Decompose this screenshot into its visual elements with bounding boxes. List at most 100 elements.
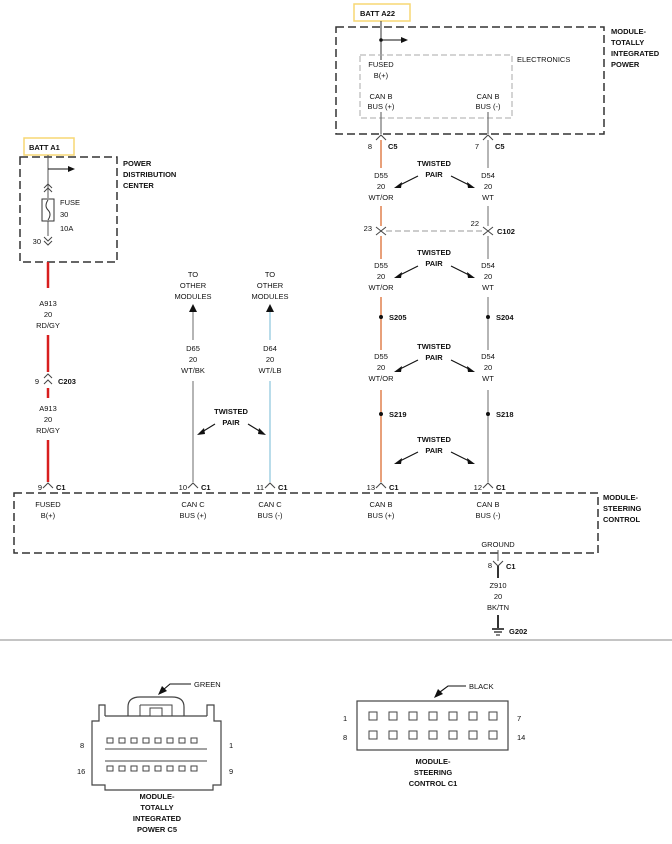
twisted-pair-canc-line2: PAIR — [222, 418, 240, 427]
d64-circuit: D64 — [263, 344, 277, 353]
c5-pin8-number: 8 — [368, 142, 372, 151]
pdc-fuse-top-connector-icon — [43, 183, 53, 193]
d55-top-color: WT/OR — [369, 193, 395, 202]
fuse-element-icon — [45, 199, 51, 221]
tipm-canb-minus-2: BUS (-) — [476, 102, 502, 111]
other-modules-2-arrowhead — [266, 304, 274, 312]
sc-canc-minus-1: CAN C — [258, 500, 282, 509]
twisted-pair-2-arrowhead-right — [467, 272, 475, 278]
tipm-fused-label: FUSED — [368, 60, 394, 69]
c5-pin8-connector-icon — [375, 134, 387, 141]
c1-pin10-number: 10 — [179, 483, 187, 492]
fuse-amperage: 10A — [60, 224, 73, 233]
a913-low-color: RD/GY — [36, 426, 60, 435]
twisted-pair-3-arrowhead-left — [394, 366, 402, 372]
tipm-canb-minus-1: CAN B — [477, 92, 500, 101]
twisted-pair-4-arrowhead-left — [394, 458, 402, 464]
d55-low-circuit: D55 — [374, 352, 388, 361]
c1-pin13-number: 13 — [367, 483, 375, 492]
c102-pin22-connector-icon — [482, 226, 494, 236]
c5-pin7-number: 7 — [475, 142, 479, 151]
sc-canb-plus-2: BUS (+) — [368, 511, 395, 520]
sc-c1-color-leader — [439, 685, 466, 693]
sc-c1-caption-3: CONTROL C1 — [409, 779, 458, 788]
other-modules-1-line2: OTHER — [180, 281, 207, 290]
tipm-c5-pin-row-top — [105, 737, 207, 750]
other-modules-2-line3: MODULES — [251, 292, 288, 301]
twisted-pair-2-line2: PAIR — [425, 259, 443, 268]
sc-canc-plus-2: BUS (+) — [180, 511, 207, 520]
a913-top-circuit: A913 — [39, 299, 57, 308]
s218-label: S218 — [496, 410, 514, 419]
d54-top-color: WT — [482, 193, 494, 202]
twisted-pair-1-arrowhead-left — [394, 182, 402, 188]
c1-pin12-number: 12 — [474, 483, 482, 492]
sc-c1-pin-row-top — [368, 711, 498, 721]
c1-pin10-conn: C1 — [201, 483, 211, 492]
s205-splice — [379, 315, 383, 319]
fuse-number: 30 — [60, 210, 68, 219]
c1-pin10-connector-icon — [187, 482, 199, 489]
d54-mid-circuit: D54 — [481, 261, 495, 270]
s204-splice — [486, 315, 490, 319]
c1-pin12-conn: C1 — [496, 483, 506, 492]
twisted-pair-canc-line1: TWISTED — [214, 407, 248, 416]
s205-label: S205 — [389, 313, 407, 322]
sc-c1-caption-2: STEERING — [414, 768, 453, 777]
other-modules-1-line1: TO — [188, 270, 198, 279]
pdc-cavity-connector-icon — [43, 236, 53, 246]
steering-title-3: CONTROL — [603, 515, 640, 524]
d64-color: WT/LB — [259, 366, 282, 375]
tipm-module-box — [335, 26, 605, 135]
ground-icon — [492, 628, 504, 636]
sc-canc-minus-2: BUS (-) — [258, 511, 284, 520]
d55-mid-gauge: 20 — [377, 272, 385, 281]
c1-pin11-number: 11 — [256, 483, 264, 492]
d54-mid-color: WT — [482, 283, 494, 292]
tipm-title-3: INTEGRATED — [611, 49, 660, 58]
tipm-c5-pin1-label: 1 — [229, 741, 233, 750]
c203-pin-number: 9 — [35, 377, 39, 386]
tipm-c5-color-arrowhead — [158, 686, 167, 695]
twisted-pair-canc-arrowhead-right — [258, 428, 266, 435]
steering-title-2: STEERING — [603, 504, 642, 513]
twisted-pair-3-arrowhead-right — [467, 366, 475, 372]
c1-pin9-number: 9 — [38, 483, 42, 492]
sc-canc-plus-1: CAN C — [181, 500, 205, 509]
d65-color: WT/BK — [181, 366, 205, 375]
pdc-cavity-number: 30 — [33, 237, 41, 246]
sc-c1-color-label: BLACK — [469, 682, 494, 691]
d55-low-gauge: 20 — [377, 363, 385, 372]
steering-module-box — [13, 492, 599, 554]
c203-connector-icon — [43, 373, 53, 385]
d55-top-circuit: D55 — [374, 171, 388, 180]
other-modules-1-arrowhead — [189, 304, 197, 312]
c1-pin12-connector-icon — [482, 482, 494, 489]
tipm-c5-pin9-label: 9 — [229, 767, 233, 776]
d65-gauge: 20 — [189, 355, 197, 364]
g202-label: G202 — [509, 627, 527, 636]
tipm-canb-plus-2: BUS (+) — [368, 102, 395, 111]
c102-pin23-number: 23 — [364, 224, 372, 233]
twisted-pair-canc-arrowhead-left — [197, 428, 205, 435]
c5-pin7-connector-icon — [482, 134, 494, 141]
tipm-c5-color-leader — [162, 683, 191, 691]
other-modules-2-line2: OTHER — [257, 281, 284, 290]
tipm-canb-plus-1: CAN B — [370, 92, 393, 101]
s219-label: S219 — [389, 410, 407, 419]
twisted-pair-2-arrowhead-left — [394, 272, 402, 278]
d54-low-gauge: 20 — [484, 363, 492, 372]
c1-pin13-conn: C1 — [389, 483, 399, 492]
other-modules-2-line1: TO — [265, 270, 275, 279]
tipm-c5-color-label: GREEN — [194, 680, 221, 689]
tipm-title-1: MODULE- — [611, 27, 646, 36]
sc-canb-plus-1: CAN B — [370, 500, 393, 509]
fuse-label: FUSE — [60, 198, 80, 207]
pdc-title-2: DISTRIBUTION — [123, 170, 176, 179]
s219-splice — [379, 412, 383, 416]
sc-canb-minus-1: CAN B — [477, 500, 500, 509]
sc-c1-pin8-label: 8 — [343, 733, 347, 742]
steering-title-1: MODULE- — [603, 493, 638, 502]
c5-pin7-conn: C5 — [495, 142, 505, 151]
tipm-title-4: POWER — [611, 60, 640, 69]
